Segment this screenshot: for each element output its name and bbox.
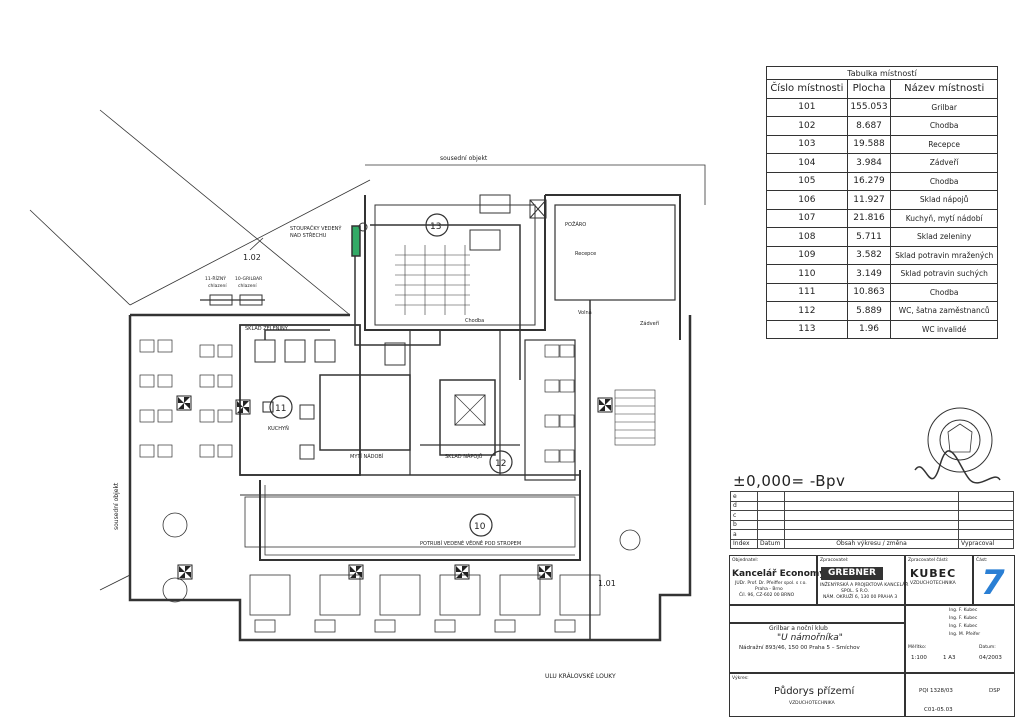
room-chodba: Chodba bbox=[465, 318, 484, 324]
revision-row: b bbox=[730, 519, 1014, 530]
neighbor-label-left: sousední objekt bbox=[113, 482, 120, 530]
room-sklad-napoju: SKLAD NÁPOJŮ bbox=[445, 453, 483, 460]
signature bbox=[914, 450, 1001, 484]
unit-label-2: 10-GRILBAR bbox=[235, 276, 262, 282]
neighbor-label-top: sousední objekt bbox=[440, 155, 488, 162]
revision-row: a bbox=[730, 529, 1014, 540]
unit-label-1: 11-ŘÍZNÝ bbox=[205, 274, 226, 282]
stage: DSP bbox=[989, 688, 1001, 694]
neighbor-boundary-top bbox=[365, 164, 706, 205]
circle-13: 13 bbox=[430, 222, 441, 232]
designer-logo: GREBNER bbox=[821, 567, 883, 580]
level-101: 1.01 bbox=[598, 579, 616, 588]
format: 1 A3 bbox=[943, 655, 956, 661]
project-line-2: "U námořníka" bbox=[777, 633, 843, 643]
drawing-sub: VZDUCHOTECHNIKA bbox=[789, 701, 835, 706]
subcontractor-logo: KUBEC bbox=[910, 567, 957, 580]
staircase bbox=[395, 245, 470, 315]
room-voda: Volná bbox=[578, 309, 592, 316]
room-zadveri: Zádveří bbox=[640, 320, 660, 327]
col-area: Plocha bbox=[846, 79, 892, 99]
drawing-number: PQI 1328/03 bbox=[919, 688, 953, 694]
part-label: Část: bbox=[976, 558, 988, 563]
scale-label: Měřítko: bbox=[908, 645, 927, 650]
pipe-note: POTRUBÍ VEDENÉ VĚDNĚ POD STROPEM bbox=[420, 539, 521, 547]
revision-table: e d c b a Index Datum Obsah výkresu / zm… bbox=[730, 491, 1014, 549]
circle-11: 11 bbox=[275, 404, 286, 414]
room-table-caption: Tabulka místností bbox=[766, 66, 998, 80]
date: 04/2003 bbox=[979, 655, 1002, 661]
circle-12: 12 bbox=[495, 459, 506, 469]
seating-tables bbox=[139, 339, 575, 463]
room-pozaro: POŽÁRO bbox=[565, 220, 586, 228]
unit-sub-2: chlazení bbox=[238, 282, 257, 289]
client-label: Objednatel: bbox=[732, 558, 759, 563]
fan-icons bbox=[176, 395, 613, 580]
riser-note-2: NAD STŘECHU bbox=[290, 231, 327, 239]
unit-sub-1: chlazení bbox=[208, 282, 227, 289]
designer-label: Zpracovatel: bbox=[820, 558, 849, 563]
room-sklad-zeleniny: SKLAD ZELENINY bbox=[245, 326, 289, 332]
revision-row: c bbox=[730, 510, 1014, 521]
riser-note-1: STOUPAČKY VEDENÝ bbox=[290, 225, 342, 232]
elevation-reference: ±0,000= -Bpv bbox=[733, 472, 846, 490]
riser-marker bbox=[351, 225, 361, 257]
engineer-stamp bbox=[927, 407, 993, 473]
project-line-3: Nádražní 893/46, 150 00 Praha 5 – Smícho… bbox=[739, 645, 860, 651]
room-table: Tabulka místností Číslo místnosti Plocha… bbox=[766, 66, 998, 339]
revision-header: Index Datum Obsah výkresu / změna Vyprac… bbox=[730, 538, 1014, 549]
revision-row: d bbox=[730, 500, 1014, 511]
room-kuchyn: KUCHYŇ bbox=[268, 425, 289, 432]
outer-wall bbox=[128, 315, 692, 642]
col-number: Číslo místnosti bbox=[766, 79, 848, 99]
title-block: Objednatel: Kancelář Economy JUDr. Prof.… bbox=[729, 545, 1015, 717]
room-recepce: Recepce bbox=[575, 251, 596, 257]
col-name: Název místnosti bbox=[890, 79, 998, 99]
room-myti: MYTÍ NÁDOBÍ bbox=[350, 453, 384, 460]
scale: 1:100 bbox=[911, 655, 927, 661]
level-102: 1.02 bbox=[243, 253, 261, 262]
drawing-label: Výkres: bbox=[732, 676, 749, 681]
date-label: Datum: bbox=[979, 645, 996, 650]
subcontractor-label: Zpracovatel části: bbox=[908, 558, 949, 563]
circle-10: 10 bbox=[474, 522, 486, 532]
revision-row: e bbox=[730, 491, 1014, 502]
duct-main bbox=[259, 470, 581, 561]
drawing-title: Půdorys přízemí bbox=[774, 686, 855, 697]
street-label: ULU KRÁLOVSKÉ LOUKY bbox=[545, 672, 616, 680]
part-number: 7 bbox=[981, 563, 1005, 603]
project-line-1: Grilbar a noční klub bbox=[769, 625, 828, 632]
sheet-number: C01-05.03 bbox=[924, 707, 953, 713]
client-name: Kancelář Economy bbox=[732, 569, 826, 579]
